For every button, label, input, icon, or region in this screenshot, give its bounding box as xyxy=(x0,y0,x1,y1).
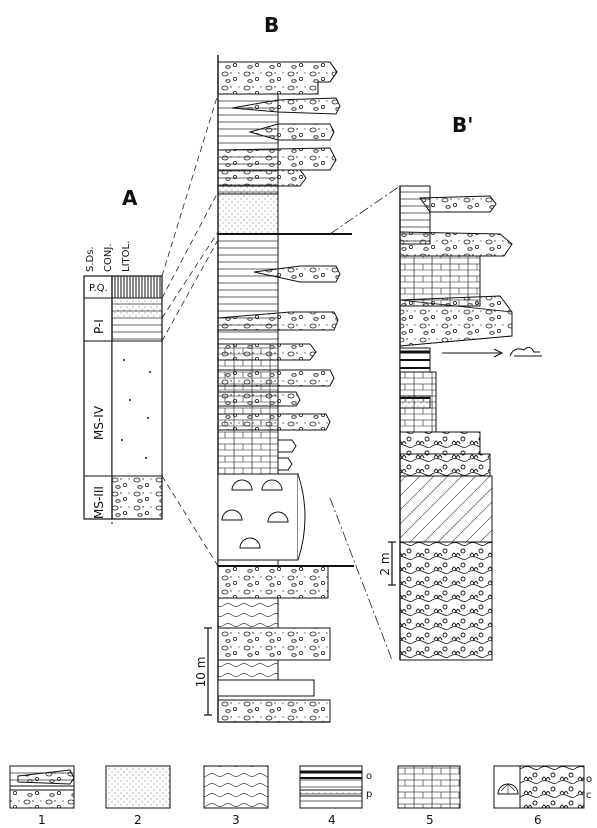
column-a: A S.Ds. CONJ. LITOL. P.Q. P-I MS-IV MS-I… xyxy=(83,186,163,524)
correlation-lines-b-bprime xyxy=(329,185,401,661)
legend-mark-6c: c xyxy=(586,790,592,801)
legend-label-5: 5 xyxy=(426,813,434,827)
legend-mark-p: p xyxy=(366,789,372,800)
legend-label-3: 3 xyxy=(232,813,240,827)
header-conj: CONJ. xyxy=(103,244,114,272)
unit-ms4: MS-IV xyxy=(92,405,106,440)
legend-label-1: 1 xyxy=(38,813,46,827)
column-b: B xyxy=(194,13,354,723)
header-sds: S.Ds. xyxy=(85,246,96,272)
legend-item-2: 2 xyxy=(105,765,171,827)
header-litol: LITOL. xyxy=(121,241,132,272)
legend-item-3: 3 xyxy=(203,765,269,827)
column-bprime-label: B' xyxy=(452,113,473,137)
column-b-label: B xyxy=(264,13,279,37)
legend-item-1: 1 xyxy=(9,765,75,827)
column-a-label: A xyxy=(122,186,138,210)
legend: 1 2 3 o p 4 5 xyxy=(9,765,592,827)
scale-bar-bprime: 2 m xyxy=(378,541,396,586)
legend-item-5: 5 xyxy=(397,765,461,827)
legend-item-6: o c 6 xyxy=(493,765,592,827)
units-column xyxy=(83,275,113,520)
correlation-lines-a-b xyxy=(161,93,219,567)
legend-item-4: o p 4 xyxy=(299,765,372,827)
unit-ms3: MS-III xyxy=(92,486,106,519)
scale-bar-b: 10 m xyxy=(194,627,212,716)
unit-pq: P.Q. xyxy=(89,283,108,294)
legend-label-4: 4 xyxy=(328,813,336,827)
legend-label-6: 6 xyxy=(534,813,542,827)
legend-mark-6o: o xyxy=(586,774,592,785)
unit-p1: P-I xyxy=(92,319,106,334)
scale-10m-label: 10 m xyxy=(194,657,208,688)
column-b-prime: B' 2 m xyxy=(378,113,542,661)
scale-2m-label: 2 m xyxy=(378,552,392,575)
legend-mark-o: o xyxy=(366,771,372,782)
legend-label-2: 2 xyxy=(134,813,142,827)
fossil-icon xyxy=(509,346,542,357)
